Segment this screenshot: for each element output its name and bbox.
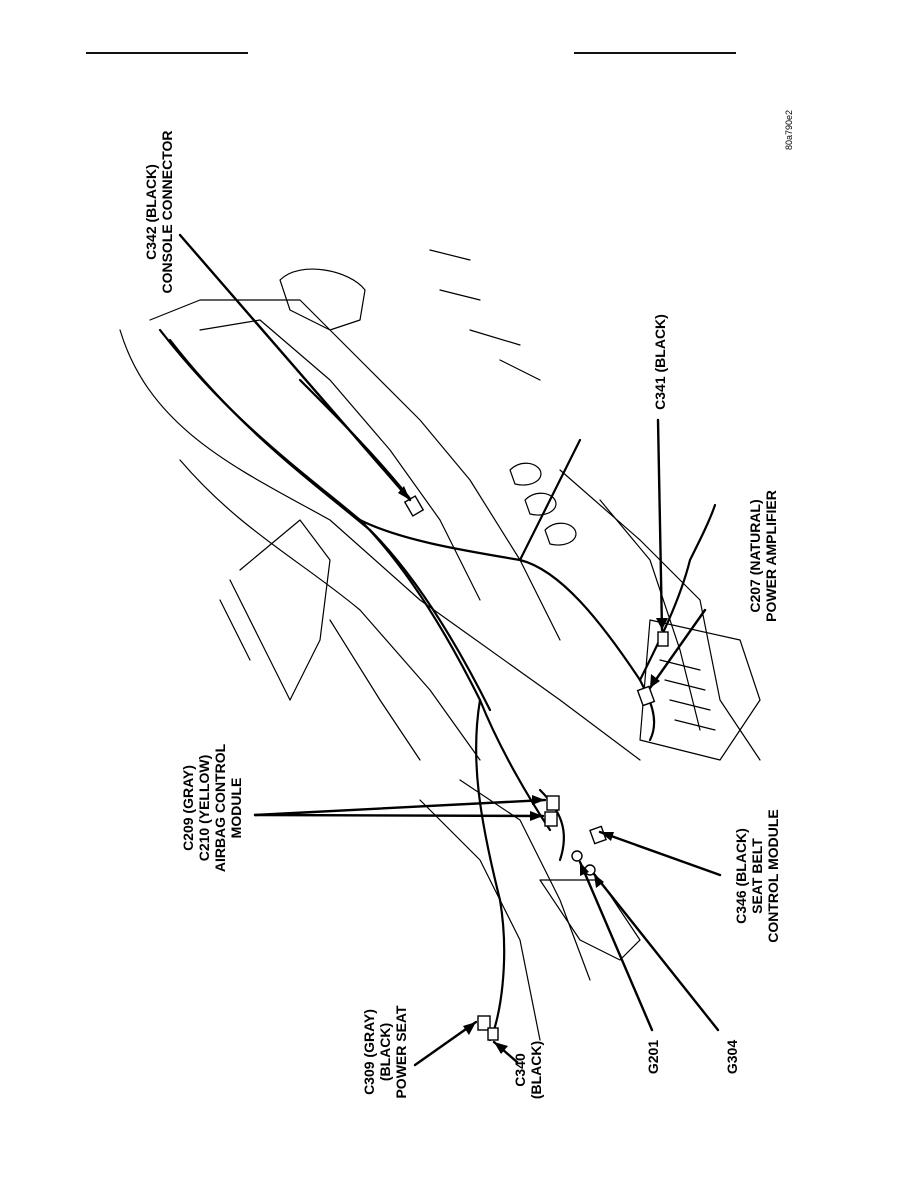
leader-c346 [598, 830, 722, 877]
connector-c346 [589, 825, 607, 845]
header-rule-left [86, 52, 248, 54]
c341-branch [638, 503, 717, 682]
ground-g201 [571, 850, 583, 862]
connector-c210 [544, 811, 558, 827]
connector-c342 [403, 495, 425, 517]
arrowhead-g201 [580, 862, 589, 876]
airbag-branch [538, 788, 565, 862]
callout-c346: C346 (BLACK) SEAT BELT CONTROL MODULE [733, 809, 781, 943]
callout-c342: C342 (BLACK) CONSOLE CONNECTOR [143, 130, 175, 294]
armrest-box [279, 268, 366, 331]
seat-belt-module-outline [539, 879, 641, 961]
seat-track-left-inner [459, 779, 591, 981]
amplifier-fins [659, 659, 716, 731]
floor-slot-1 [509, 462, 542, 486]
leader-c207 [648, 608, 707, 690]
floor-branch [518, 438, 582, 562]
arrowhead-c340 [494, 1042, 508, 1054]
arrowhead-c209 [532, 795, 545, 805]
leader-c342 [178, 233, 412, 502]
callout-c207: C207 (NATURAL) POWER AMPLIFIER [747, 490, 779, 622]
power-seat-branch [474, 698, 506, 1042]
leader-c341 [656, 418, 664, 632]
arrowhead-c346 [600, 832, 614, 841]
leader-g201 [578, 860, 654, 1032]
arrowhead-g304 [594, 874, 604, 888]
arrowhead-c207 [650, 674, 660, 688]
leader-c209 [253, 798, 547, 817]
carpet-lines [219, 579, 421, 761]
arrowhead-c342 [398, 486, 410, 500]
callout-c309: C309 (GRAY) (BLACK) POWER SEAT [361, 1005, 409, 1099]
connector-c309 [477, 1015, 491, 1031]
main-harness-trunk-parallel [168, 338, 492, 712]
callout-c341: C341 (BLACK) [652, 314, 668, 410]
amplifier-branch [358, 518, 656, 742]
connector-c207 [636, 685, 656, 707]
figure-code: 80a790e2 [784, 109, 794, 151]
arrowhead-c210 [530, 811, 543, 821]
floor-slot-2 [524, 492, 557, 516]
seat-track-left [419, 799, 541, 1041]
arrowhead-c341 [656, 618, 668, 630]
bracket-outline [239, 519, 331, 701]
callout-g304: G304 [724, 1039, 740, 1075]
leader-c210 [253, 813, 545, 818]
header-rule-right [574, 52, 736, 54]
connector-c209 [546, 795, 560, 811]
trim-lines-upper [429, 249, 541, 381]
console-inner-outline [199, 319, 481, 601]
seat-track-right-inner [599, 499, 701, 731]
connector-c340 [487, 1027, 499, 1041]
callout-g201: G201 [645, 1039, 661, 1075]
console-outline [149, 299, 561, 641]
floor-outline-mid [179, 459, 481, 761]
leader-g304 [592, 872, 720, 1032]
floor-outline-upper [119, 329, 641, 761]
floor-slot-3 [544, 522, 577, 546]
arrowhead-c309 [463, 1022, 476, 1035]
callout-c340: C340 (BLACK) [512, 1040, 544, 1100]
callout-c209-c210: C209 (GRAY) C210 (YELLOW) AIRBAG CONTROL… [180, 743, 244, 873]
connector-c341 [657, 631, 669, 647]
amplifier-outline [639, 619, 761, 761]
